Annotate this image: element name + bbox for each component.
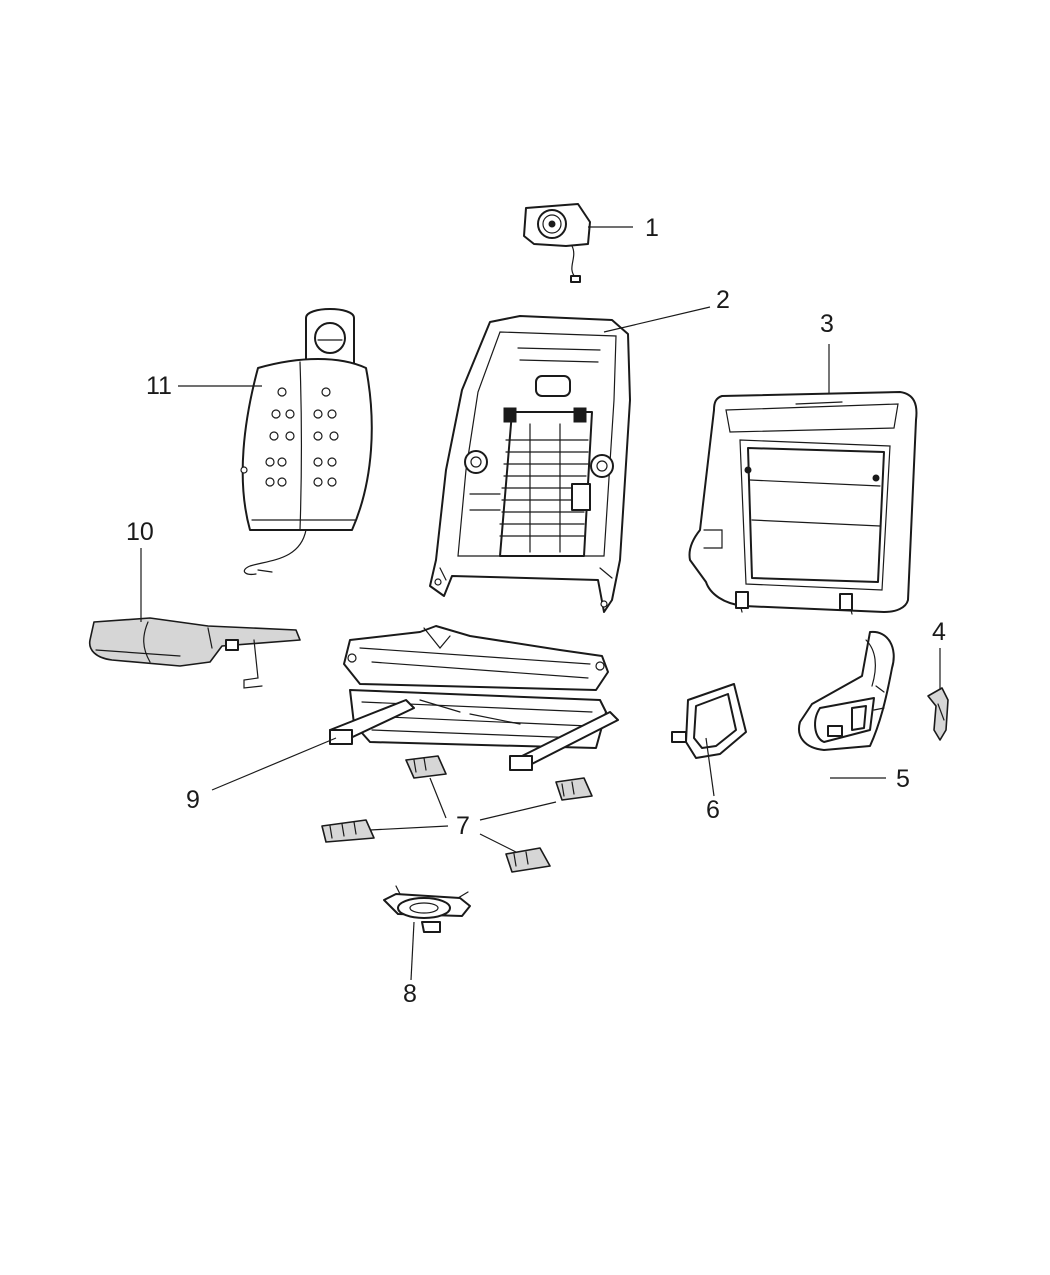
leader-7d (479, 833, 517, 853)
part-7-track-cover-a (405, 755, 447, 779)
part-1-unit (523, 203, 591, 283)
callout-7: 7 (456, 812, 470, 840)
callout-11: 11 (146, 372, 172, 400)
part-7-track-cover-d (505, 847, 551, 873)
part-3-back-panel (688, 391, 918, 615)
leader-9 (211, 737, 337, 791)
leader-2 (603, 306, 711, 333)
leader-8 (410, 921, 415, 981)
part-7-track-cover-c (321, 819, 375, 843)
callout-8: 8 (403, 980, 417, 1008)
callout-labels: 1 2 3 4 5 6 7 8 9 10 11 (126, 214, 946, 1008)
part-7-track-cover-b (555, 777, 593, 801)
callout-10: 10 (126, 518, 154, 546)
part-9-seat-frame (329, 625, 619, 771)
callout-2: 2 (716, 286, 730, 314)
leader-7a (429, 777, 447, 819)
callout-3: 3 (820, 310, 834, 338)
leader-6 (705, 737, 715, 797)
callout-6: 6 (706, 796, 720, 824)
callout-1: 1 (645, 214, 659, 242)
callout-5: 5 (896, 765, 910, 793)
part-4-trim-clip (927, 687, 949, 741)
leader-7b (479, 801, 557, 821)
back-frame-springs (499, 423, 589, 553)
cushion-holes (240, 387, 339, 487)
part-2-back-frame (429, 315, 631, 613)
part-11-back-cushion (240, 308, 373, 575)
callout-4: 4 (932, 618, 946, 646)
callout-9: 9 (186, 786, 200, 814)
part-6-bezel (671, 683, 747, 759)
leader-lines (140, 226, 941, 981)
part-5-side-shield (798, 630, 895, 751)
part-8-unit (383, 885, 471, 933)
leader-7c (369, 825, 449, 831)
part-10-seat-cushion (88, 617, 301, 689)
